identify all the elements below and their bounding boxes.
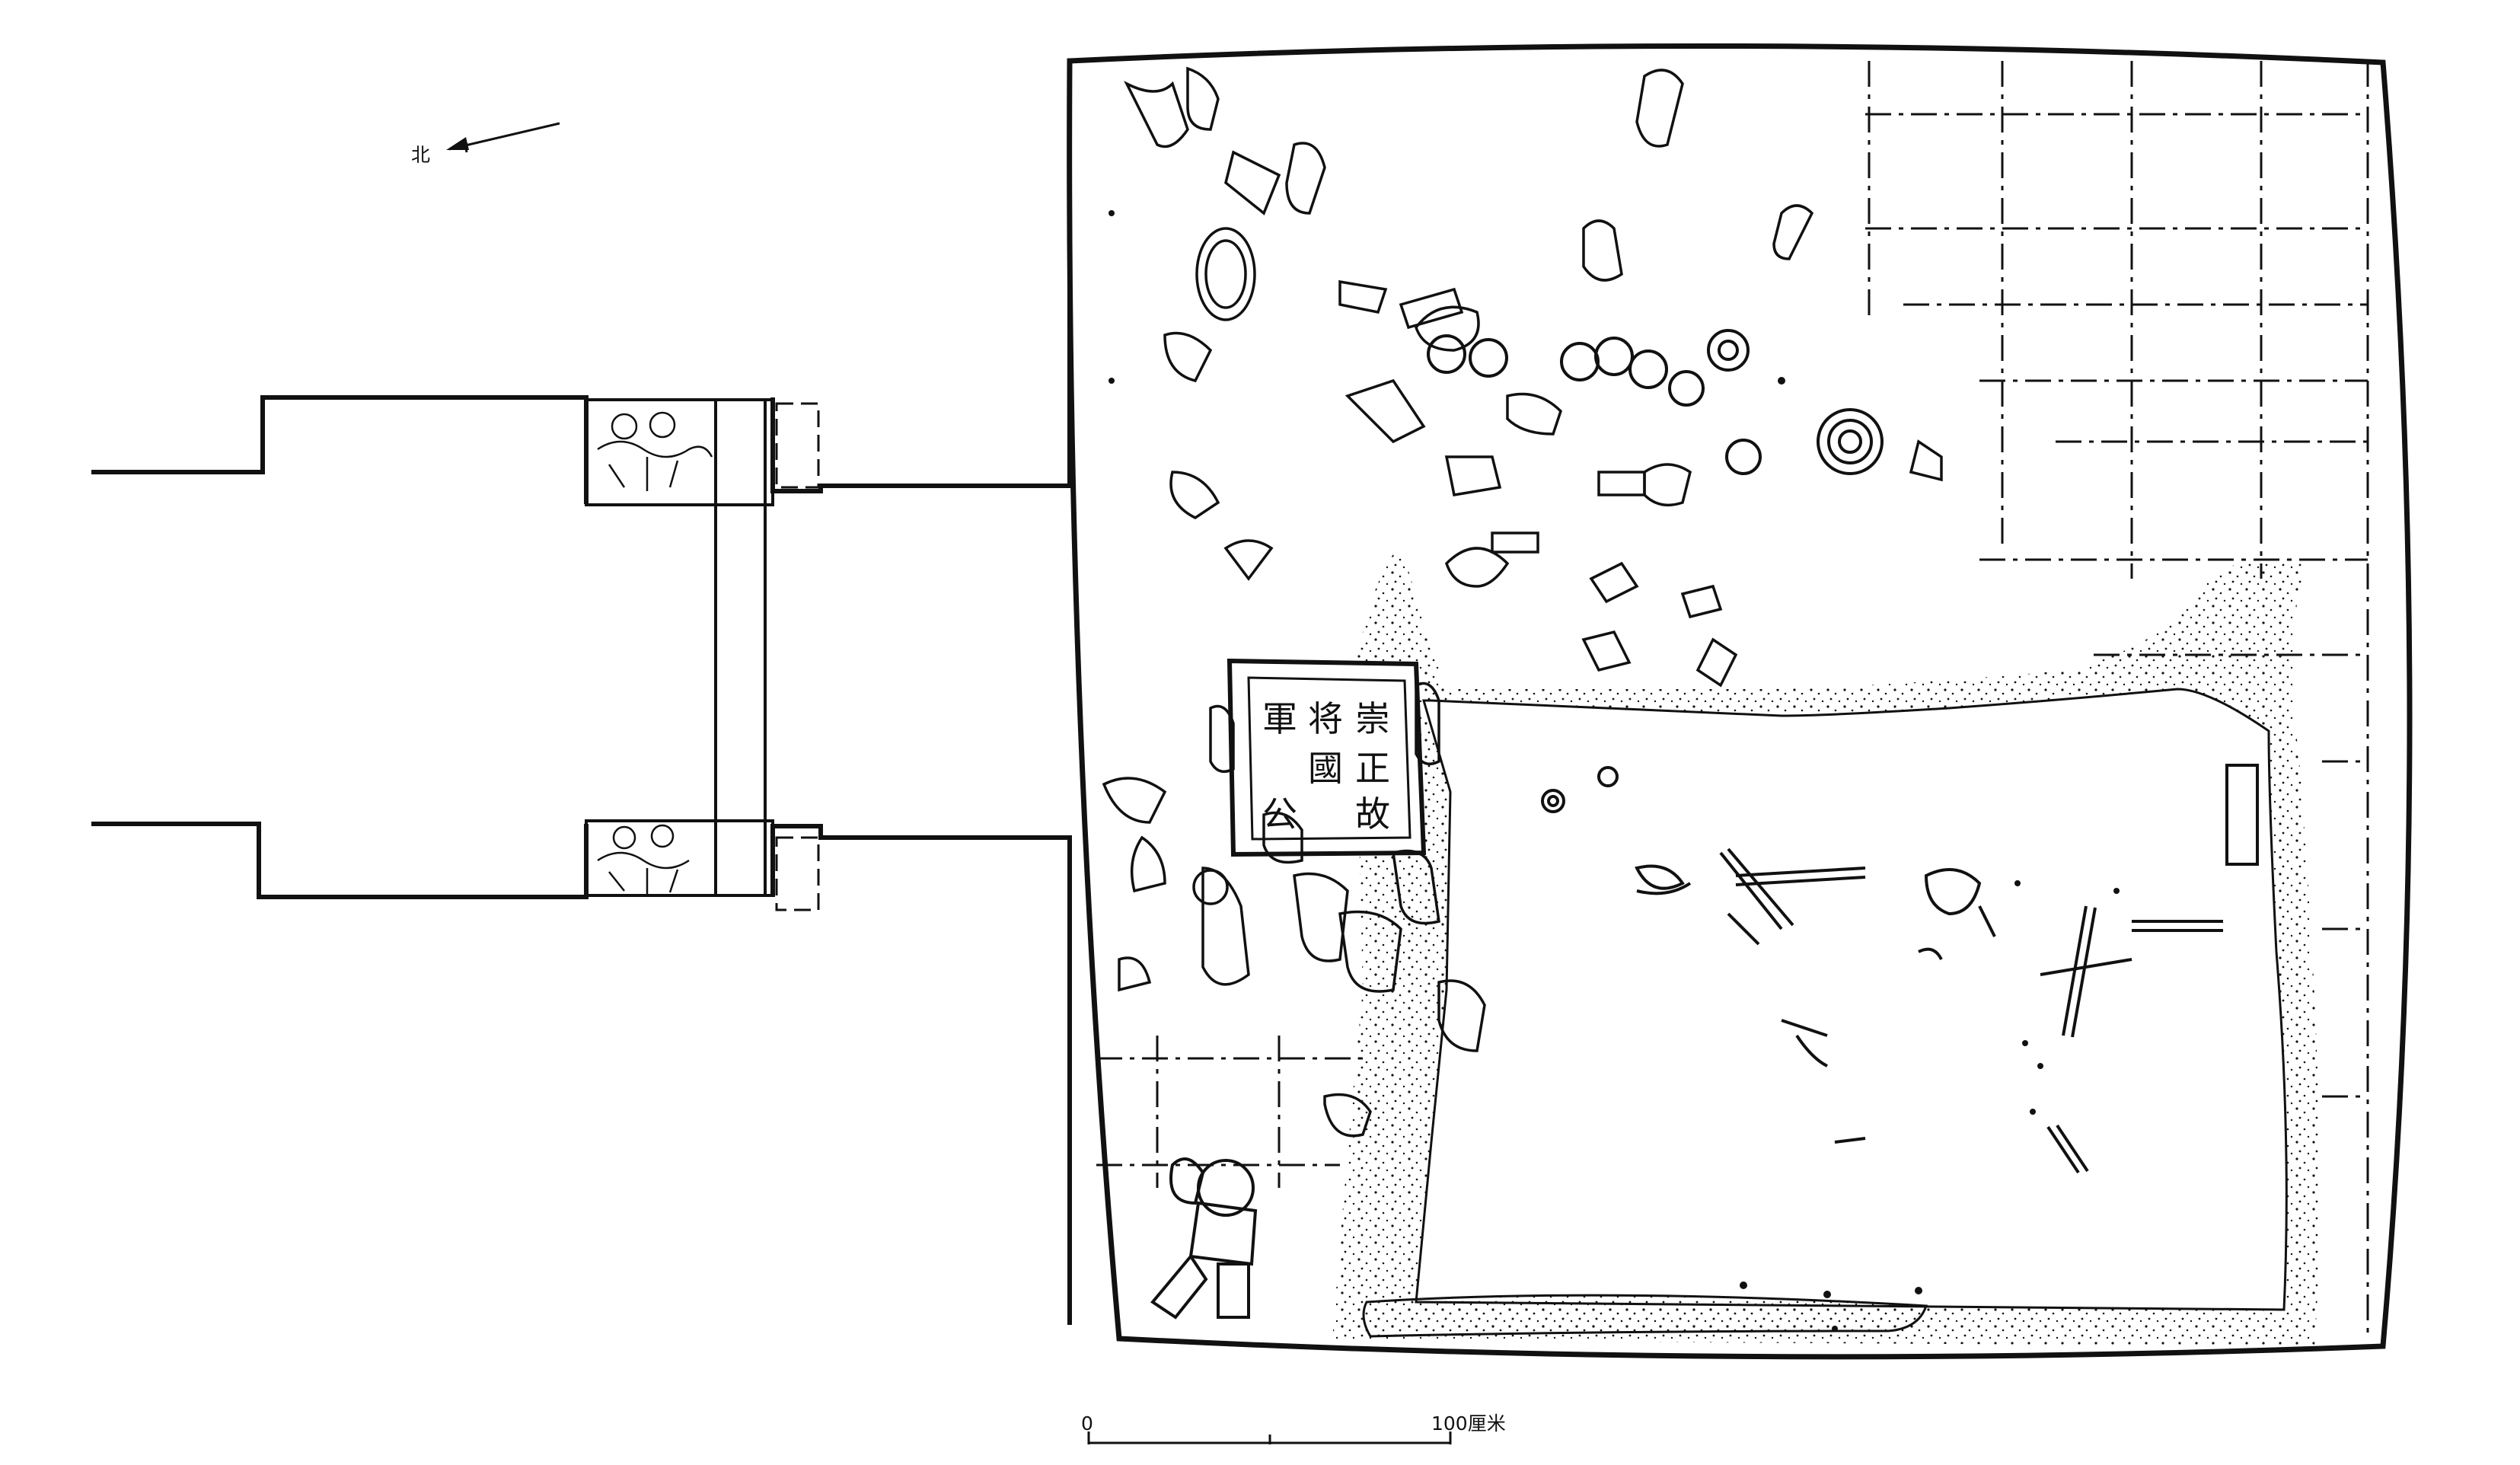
floor-brick-grid [1096,61,2369,1340]
upright-stone-slab [2225,764,2259,866]
burial-chamber-wall [1067,43,2413,1360]
door-guardian-relief-bottom [597,824,690,895]
platform-inner-floor [1415,688,2288,1311]
figurines-cluster-upper [1124,66,1943,688]
north-label: 北 [411,144,430,166]
north-arrow: 北 [411,122,560,166]
tomb-passage [91,61,1072,1325]
epitaph-stone: 崇 正 故 将 國 軍 公 [1227,658,1427,857]
epitaph-char-5: 國 [1308,748,1343,789]
skeletal-remains [1635,847,2223,1174]
scale-bar: 0 100厘米 [1081,1412,1506,1444]
epitaph-char-3: 故 [1355,793,1390,835]
epitaph-char-2: 正 [1355,748,1390,789]
small-fragments [1108,210,2120,1332]
scale-bar-end-label: 100厘米 [1431,1412,1506,1435]
door-guardian-relief-top [597,411,713,491]
standing-figurine [1150,1157,1258,1320]
pottery-bowls [1427,329,1884,813]
figurines-cluster-left [1102,331,1486,1138]
epitaph-char-1: 崇 [1355,698,1390,739]
platform-edge-strip [1362,1294,1928,1338]
passage-dashed-ends [91,470,137,826]
epitaph-char-4: 将 [1308,698,1343,739]
scale-bar-start-label: 0 [1081,1412,1093,1435]
epitaph-char-6: 軍 [1262,698,1297,739]
